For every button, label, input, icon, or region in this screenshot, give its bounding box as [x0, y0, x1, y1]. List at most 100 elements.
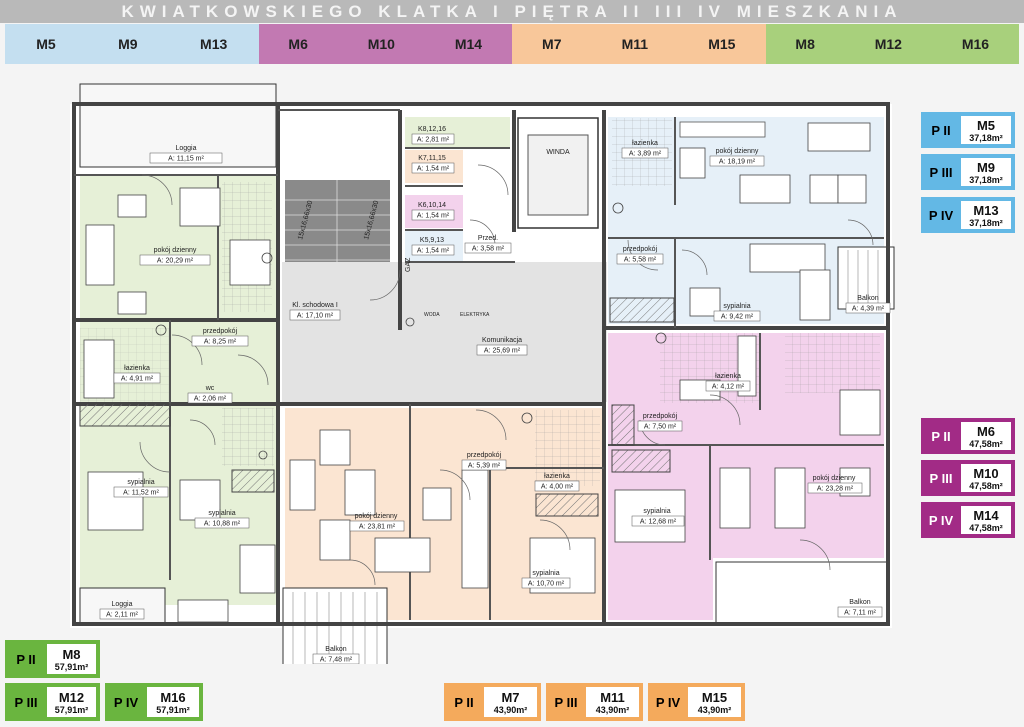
- legend-label: M7: [542, 36, 562, 52]
- room-name: przedpokój: [643, 413, 678, 420]
- unit-area: 37,18m²: [969, 132, 1003, 143]
- room-label-pokoj-dzienny-bottom-center: pokój dzienny A: 23,81 m²: [349, 513, 405, 532]
- unit-area: 57,91m²: [54, 704, 89, 715]
- room-label-sypialnia-left-1: sypialnia A: 11,52 m²: [113, 479, 169, 498]
- room-area: A: 1,54 m²: [417, 166, 450, 173]
- room-name: K8,12,16: [418, 126, 446, 133]
- room-area: A: 11,15 m²: [168, 156, 204, 163]
- legend-label: M16: [961, 36, 990, 52]
- room-area: A: 5,58 m²: [624, 257, 657, 264]
- legend-band-blue: M5 M9 M13: [5, 24, 259, 64]
- room-label-lazienka-mid-right: łazienka A: 4,12 m²: [705, 373, 751, 392]
- unit-area: 57,91m²: [156, 704, 190, 715]
- floor-label: P II: [454, 694, 474, 710]
- room-name: sypialnia: [532, 570, 559, 577]
- floor-label: P IV: [928, 207, 954, 223]
- room-label-balkon-right: Balkon A: 4,39 m²: [845, 295, 891, 314]
- unit-number: M12: [58, 689, 85, 705]
- room-name: Kl. schodowa I: [292, 302, 338, 309]
- room-area: A: 20,29 m²: [157, 258, 194, 265]
- room-area: A: 1,54 m²: [417, 213, 450, 220]
- room-label-loggia-top-left: Loggia A: 11,15 m²: [149, 145, 223, 164]
- room-label-przedpokoj-mid-right: przedpokój A: 7,50 m²: [637, 413, 683, 432]
- room-name: Loggia: [111, 601, 132, 608]
- room-label-sypialnia-mid-right: sypialnia A: 12,68 m²: [631, 508, 685, 527]
- room-name: pokój dzienny: [154, 247, 197, 254]
- legend-label: M10: [367, 36, 395, 52]
- unit-area: 43,90m²: [493, 704, 528, 715]
- room-name: przedpokój: [203, 328, 238, 335]
- room-area: A: 2,81 m²: [417, 137, 450, 144]
- room-name: K6,10,14: [418, 202, 446, 209]
- room-label-k6: K6,10,14 A: 1,54 m²: [411, 202, 455, 221]
- floor-label: P III: [554, 694, 578, 710]
- legend-band-green: M8 M12 M16: [765, 24, 1019, 64]
- room-area: A: 2,06 m²: [194, 396, 227, 403]
- room-area: A: 1,54 m²: [417, 248, 450, 255]
- legend-label: M11: [621, 36, 649, 52]
- room-label-lazienka-left: łazienka A: 4,91 m²: [113, 365, 161, 384]
- room-area: A: 23,28 m²: [817, 486, 854, 493]
- room-name: pokój dzienny: [355, 513, 398, 520]
- room-label-przedpokoj-left: przedpokój A: 8,25 m²: [191, 328, 249, 347]
- floor-label: P IV: [655, 694, 681, 710]
- room-name: wc: [205, 385, 215, 392]
- floor-label: P II: [931, 428, 951, 444]
- room-area: A: 5,39 m²: [468, 463, 501, 470]
- room-label-pokoj-dzienny-mid-right: pokój dzienny A: 23,28 m²: [807, 475, 863, 494]
- room-label-balkon-bottom-center: Balkon A: 7,48 m²: [312, 646, 360, 664]
- room-label-k8: K8,12,16 A: 2,81 m²: [411, 126, 455, 145]
- unit-number: M11: [600, 689, 625, 705]
- unit-number: M7: [501, 689, 520, 705]
- electricity-label: ELEKTRYKA: [460, 312, 490, 318]
- floor-label: P III: [929, 470, 953, 486]
- room-name: przedpokój: [623, 246, 658, 253]
- room-label-wc: wc A: 2,06 m²: [187, 385, 233, 404]
- unit-area: 47,58m²: [969, 438, 1003, 449]
- room-label-klatka-schodowa: Kl. schodowa I A: 17,10 m²: [289, 302, 341, 321]
- unit-area: 43,90m²: [595, 704, 630, 715]
- room-area: A: 18,19 m²: [719, 159, 756, 166]
- floor-label: P IV: [113, 694, 139, 710]
- unit-area: 43,90m²: [697, 704, 732, 715]
- room-area: A: 4,12 m²: [712, 384, 745, 391]
- room-label-sypialnia-left-2: sypialnia A: 10,88 m²: [194, 510, 250, 529]
- room-name: łazienka: [715, 373, 741, 380]
- unit-area: 57,91m²: [54, 661, 89, 672]
- unit-number: M8: [62, 646, 81, 662]
- room-name: Przed.: [478, 235, 498, 242]
- unit-area: 37,18m²: [969, 174, 1003, 185]
- room-name: pokój dzienny: [813, 475, 856, 482]
- room-name: Komunikacja: [482, 337, 522, 344]
- room-area: A: 25,69 m²: [484, 348, 521, 355]
- unit-area: 47,58m²: [969, 522, 1003, 533]
- room-name: pokój dzienny: [716, 148, 759, 155]
- unit-area: 47,58m²: [969, 480, 1003, 491]
- room-name: Balkon: [857, 295, 879, 302]
- room-area: A: 3,58 m²: [472, 246, 505, 253]
- legend-label: M14: [454, 36, 483, 52]
- room-area: A: 3,89 m²: [629, 151, 662, 158]
- legend-label: M5: [36, 36, 56, 52]
- room-name: sypialnia: [723, 303, 750, 310]
- room-area: A: 4,00 m²: [541, 484, 574, 491]
- room-name: Loggia: [175, 145, 196, 152]
- room-label-przedpokoj-bottom-center: przedpokój A: 5,39 m²: [461, 452, 507, 471]
- room-area: A: 4,91 m²: [121, 376, 154, 383]
- room-label-komunikacja: Komunikacja A: 25,69 m²: [476, 337, 528, 356]
- legend-label: M9: [118, 36, 138, 52]
- unit-number: M14: [973, 507, 999, 523]
- room-area: A: 23,81 m²: [359, 524, 396, 531]
- room-label-k7: K7,11,15 A: 1,54 m²: [411, 155, 455, 174]
- room-name: sypialnia: [127, 479, 154, 486]
